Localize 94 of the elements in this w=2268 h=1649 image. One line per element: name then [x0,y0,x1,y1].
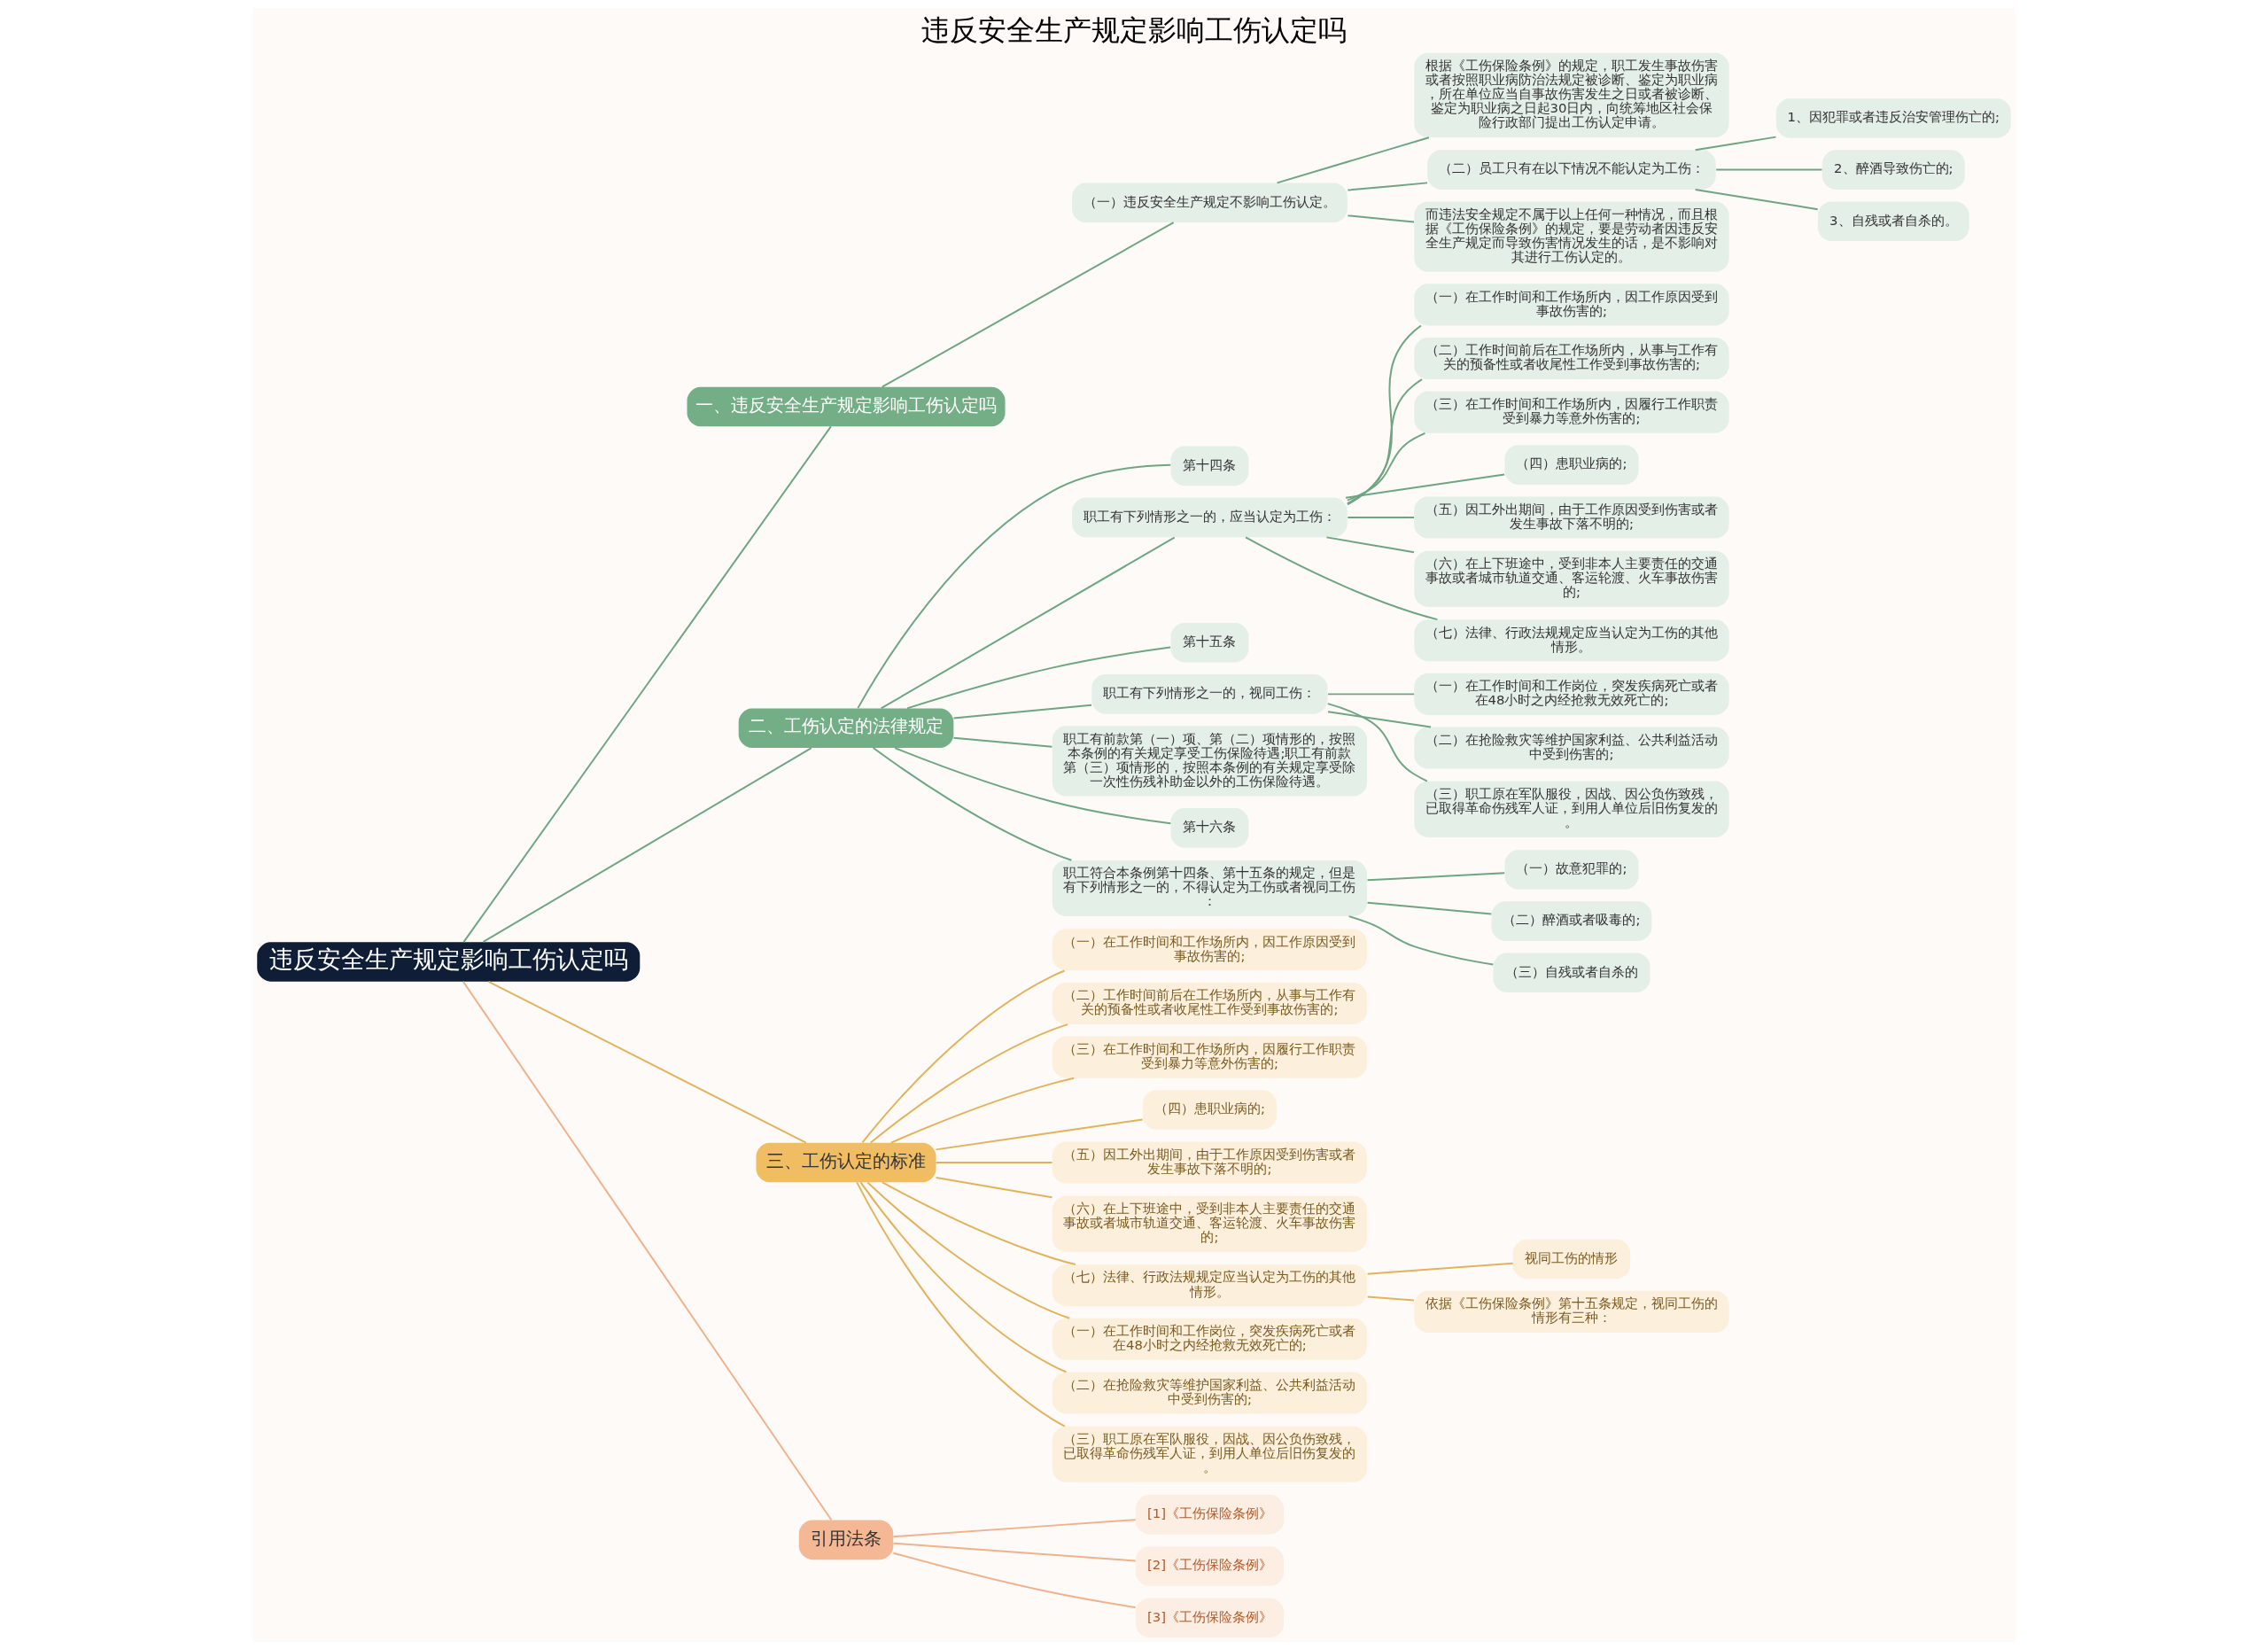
connector [906,646,1172,709]
node-box: [3]《工伤保险条例》 [1135,1598,1284,1637]
node-box: 第十五条 [1170,622,1249,662]
node-box: 依据《工伤保险条例》第十五条规定，视同工伤的情形有三种： [1414,1290,1729,1333]
connector [482,746,812,943]
connector [1347,181,1429,191]
connector [1715,168,1823,171]
node-box: [2]《工伤保险条例》 [1135,1545,1284,1586]
connector [1694,136,1777,151]
connector [892,1518,1137,1537]
node-box: 1、因犯罪或者违反治安管理伤亡的; [1775,97,2011,138]
connector [861,969,1066,1143]
node-box: 违反安全生产规定影响工伤认定吗 [257,941,641,982]
node-box: （三）职工原在军队服役，因战、因公负伤致残，已取得革命伤残军人证，到用人单位后旧伤复发的。 [1414,781,1729,837]
connector [1366,1295,1416,1301]
node-box: 二、工伤认定的法律规定 [738,707,954,748]
connector [952,704,1092,719]
connector [881,221,1175,388]
node-box: （一）故意犯罪的; [1504,849,1639,890]
connector [894,746,1172,824]
connector [1325,535,1415,553]
node-box: 根据《工伤保险条例》的规定，职工发生事故伤害或者按照职业病防治法规定被诊断、鉴定为职业病，所在单位应当自事故伤害发生之日或者被诊断、鉴定为职业病之日起30日内，向统筹地区社会保险行政部门提出工伤认定申请。 [1414,52,1729,137]
node-box: （一）在工作时间和工作场所内，因工作原因受到事故伤害的; [1414,283,1729,325]
connector [1347,214,1416,222]
connector [935,1176,1053,1198]
connector [1345,473,1506,499]
connector [872,746,1073,861]
connector [487,980,807,1144]
connector [892,1552,1137,1608]
connector [1366,871,1506,881]
node-box: 职工有前款第（一）项、第（二）项情形的，按照本条例的有关规定享受工伤保险待遇;职工有前款第（三）项情形的，按照本条例的有关规定享受除一次性伤残补助金以外的工伤保险待遇。 [1052,725,1368,796]
connector [1276,136,1430,183]
connector [1694,188,1819,210]
connector [1326,702,1428,782]
connector [1327,710,1433,727]
node-box: （六）在上下班途中，受到非本人主要责任的交通事故或者城市轨道交通、客运轮渡、火车事故伤害的; [1052,1195,1368,1252]
connector [1366,901,1493,914]
connector [952,736,1053,748]
node-box: （一）在工作时间和工作岗位，突发疾病死亡或者在48小时之内经抢救无效死亡的; [1414,673,1729,715]
node-box: 第十六条 [1170,807,1249,848]
node-box: （五）因工外出期间，由于工作原因受到伤害或者发生事故下落不明的; [1414,496,1729,539]
connector [462,424,832,943]
connector [880,536,1176,709]
connector [859,1180,1068,1373]
node-box: （二）在抢险救灾等维护国家利益、公共利益活动中受到伤害的; [1414,727,1729,769]
node-box: （二）工作时间前后在工作场所内，从事与工作有关的预备性或者收尾性工作受到事故伤害的; [1414,337,1729,379]
node-box: 三、工伤认定的标准 [756,1142,936,1182]
node-box: （一）在工作时间和工作岗位，突发疾病死亡或者在48小时之内经抢救无效死亡的; [1052,1318,1368,1360]
node-box: （七）法律、行政法规规定应当认定为工伤的其他情形。 [1052,1264,1368,1306]
node-box: （五）因工外出期间，由于工作原因受到伤害或者发生事故下落不明的; [1052,1140,1368,1183]
connector [869,1023,1069,1144]
connector [856,1180,1066,1427]
node-box: 职工符合本条例第十四条、第十五条的规定，但是有下列情形之一的，不得认定为工伤或者视同工伤： [1052,860,1368,916]
connector [1348,914,1495,965]
node-box: （四）患职业病的; [1142,1089,1277,1130]
node-box: 视同工伤的情形 [1512,1239,1631,1279]
connector [881,1180,1076,1265]
connector [1366,1262,1514,1275]
connector [1327,692,1416,695]
node-box: 职工有下列情形之一的，应当认定为工伤： [1072,497,1348,537]
node-box: （二）员工只有在以下情况不能认定为工伤： [1427,149,1716,190]
connector [462,980,833,1521]
connector [857,463,1172,709]
node-box: （二）在抢险救灾等维护国家利益、公共利益活动中受到伤害的; [1052,1371,1368,1413]
connector [935,1161,1053,1163]
node-box: （七）法律、行政法规规定应当认定为工伤的其他情形。 [1414,618,1729,661]
node-box: （二）工作时间前后在工作场所内，从事与工作有关的预备性或者收尾性工作受到事故伤害的; [1052,982,1368,1024]
node-box: 而违法安全规定不属于以上任何一种情况，而且根据《工伤保险条例》的规定，要是劳动者因违反安全生产规定而导致伤害情况发生的话，是不影响对其进行工伤认定的。 [1414,201,1729,272]
node-box: （三）在工作时间和工作场所内，因履行工作职责受到暴力等意外伤害的; [1414,391,1729,433]
node-box: 3、自残或者自杀的。 [1817,201,1969,241]
node-box: （一）在工作时间和工作场所内，因工作原因受到事故伤害的; [1052,928,1368,970]
connector [935,1117,1144,1150]
connector [1245,535,1439,620]
connector [892,1542,1137,1562]
node-box: 2、醉酒导致伤亡的; [1821,149,1965,190]
connector [1346,432,1426,502]
node-box: （三）自残或者自杀的 [1493,953,1651,992]
node-box: （三）职工原在军队服役，因战、因公负伤致残，已取得革命伤残军人证，到用人单位后旧伤复发的。 [1052,1426,1368,1482]
node-box: 一、违反安全生产规定影响工伤认定吗 [687,386,1006,426]
node-box: 职工有下列情形之一的，视同工伤： [1091,673,1328,714]
node-box: （一）违反安全生产规定不影响工伤认定。 [1072,182,1348,222]
connector [1347,516,1416,518]
node-box: （四）患职业病的; [1504,444,1639,485]
node-box: （六）在上下班途中，受到非本人主要责任的交通事故或者城市轨道交通、客运轮渡、火车事故伤害的; [1414,550,1729,607]
connector [1346,324,1422,505]
node-box: （三）在工作时间和工作场所内，因履行工作职责受到暴力等意外伤害的; [1052,1036,1368,1078]
connector [889,1077,1076,1144]
diagram-title: 违反安全生产规定影响工伤认定吗 [921,12,1347,47]
node-box: 引用法条 [798,1520,894,1560]
connector [866,1181,1071,1319]
node-box: [1]《工伤保险条例》 [1135,1494,1284,1535]
node-box: 第十四条 [1170,446,1249,486]
connector [1346,377,1424,504]
node-box: （二）醉酒或者吸毒的; [1491,900,1652,941]
